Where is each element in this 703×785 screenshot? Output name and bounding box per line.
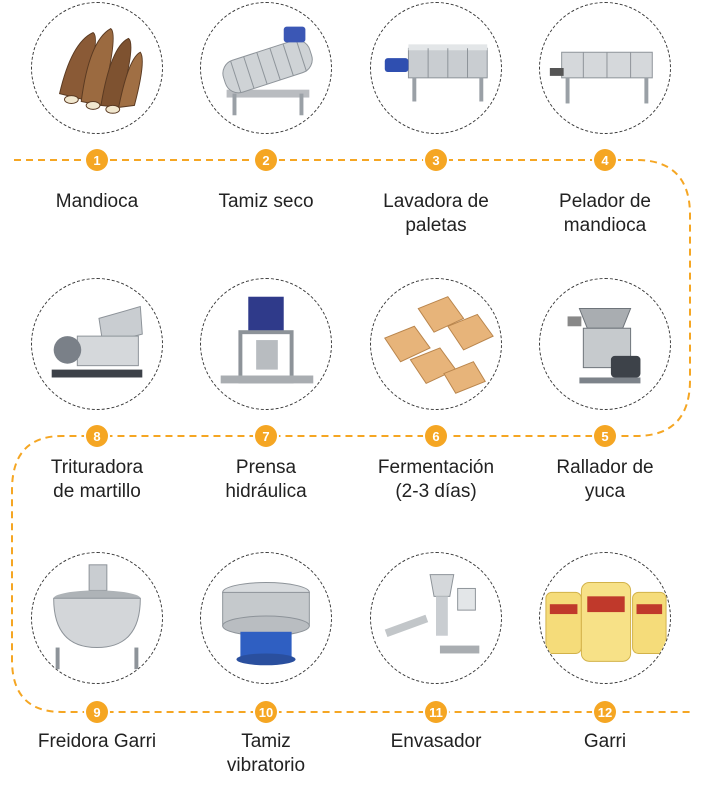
step-label-line: Envasador [390, 731, 482, 752]
step-image-circle [31, 278, 163, 410]
step-number-badge: 12 [594, 701, 616, 723]
step-number-badge: 11 [425, 701, 447, 723]
step-label: Envasador [351, 730, 521, 754]
step-label: Fermentación (2-3 días) [351, 456, 521, 504]
step-image-circle [539, 278, 671, 410]
step-image-circle [539, 2, 671, 134]
step-image-circle [31, 552, 163, 684]
step-number-badge: 3 [425, 149, 447, 171]
garri-fryer-kettle-icon [53, 564, 141, 670]
step-label-line: Rallador de [556, 457, 654, 478]
step-label-line: de martillo [53, 481, 141, 502]
drum-sieve-machine-icon [222, 26, 313, 116]
step-label-line: Prensa [235, 457, 297, 478]
vibrating-sieve-icon [222, 582, 310, 666]
step-label-line: yuca [584, 481, 626, 502]
cassava-grater-machine-icon [567, 308, 641, 384]
step-label: Mandioca [12, 190, 182, 214]
packing-machine-icon [384, 574, 480, 654]
step-label-line: Pelador de [559, 191, 651, 212]
step-number-badge: 4 [594, 149, 616, 171]
step-number-badge: 2 [255, 149, 277, 171]
step-image-circle [200, 2, 332, 134]
step-number-badge: 5 [594, 425, 616, 447]
step-label-line: Tamiz [241, 731, 291, 752]
step-label-line: Tamiz seco [218, 191, 314, 212]
step-number-badge: 6 [425, 425, 447, 447]
step-image-circle [200, 278, 332, 410]
step-image-circle [200, 552, 332, 684]
garri-bags-icon [545, 582, 667, 662]
step-image-circle [539, 552, 671, 684]
step-label: Rallador de yuca [520, 456, 690, 504]
step-label: Tamiz seco [181, 190, 351, 214]
step-number-badge: 1 [86, 149, 108, 171]
step-image-circle [370, 2, 502, 134]
step-label-line: (2-3 días) [395, 481, 477, 502]
step-label: Tamiz vibratorio [181, 730, 351, 778]
step-label-line: Garri [583, 731, 627, 752]
step-label: Pelador de mandioca [520, 190, 690, 238]
step-number-badge: 8 [86, 425, 108, 447]
step-label-line: vibratorio [226, 755, 306, 776]
cassava-peeler-machine-icon [549, 51, 653, 104]
step-label-line: mandioca [563, 215, 647, 236]
step-label: Prensa hidráulica [181, 456, 351, 504]
paddle-washer-machine-icon [384, 44, 488, 102]
hydraulic-press-icon [220, 296, 314, 384]
step-label-line: Lavadora de [383, 191, 489, 212]
step-label-line: Mandioca [55, 191, 139, 212]
step-label: Garri [520, 730, 690, 754]
step-number-badge: 9 [86, 701, 108, 723]
step-label-line: Trituradora [50, 457, 144, 478]
step-image-circle [370, 278, 502, 410]
step-number-badge: 7 [255, 425, 277, 447]
step-number-badge: 10 [255, 701, 277, 723]
step-label: Trituradora de martillo [12, 456, 182, 504]
step-label-line: paletas [405, 215, 467, 236]
step-label: Freidora Garri [12, 730, 182, 754]
hammer-crusher-icon [51, 305, 143, 378]
step-image-circle [31, 2, 163, 134]
step-label-line: Fermentación [377, 457, 495, 478]
fermentation-racks-icon [384, 296, 494, 394]
step-label-line: hidráulica [225, 481, 307, 502]
step-image-circle [370, 552, 502, 684]
step-label-line: Freidora Garri [37, 731, 157, 752]
cassava-roots-icon [58, 28, 143, 114]
step-label: Lavadora de paletas [351, 190, 521, 238]
